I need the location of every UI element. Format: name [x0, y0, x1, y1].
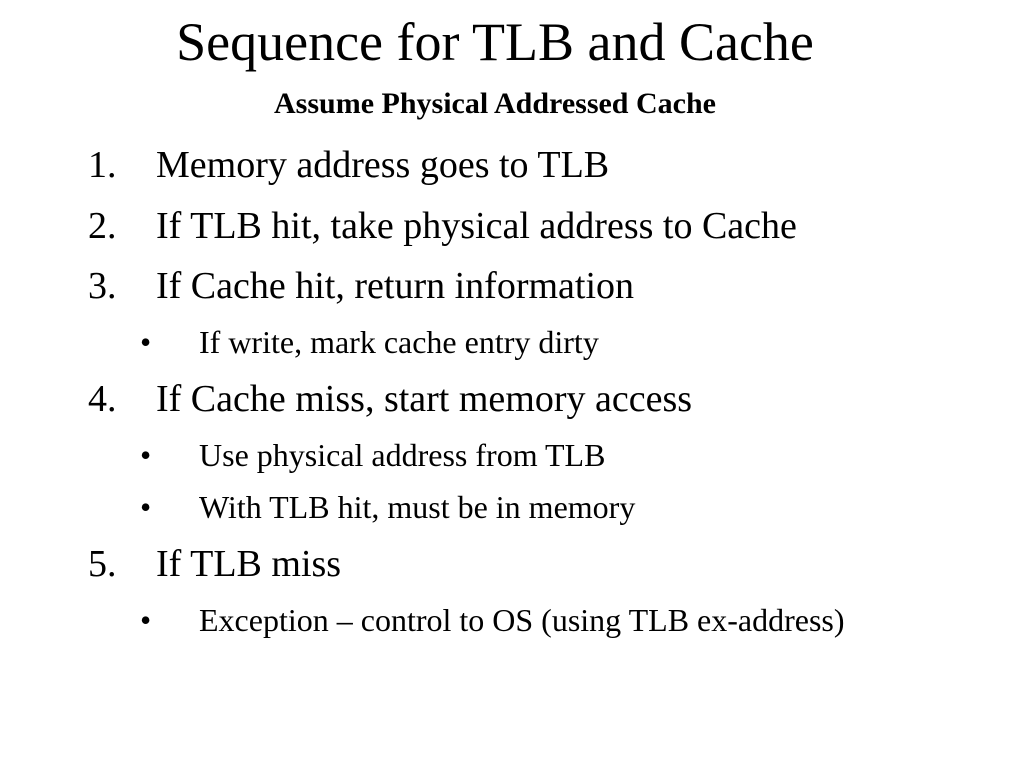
- item-text: Use physical address from TLB: [199, 437, 606, 473]
- bullet-icon: •: [140, 437, 152, 473]
- item-number: 3.: [88, 265, 117, 307]
- item-text: If Cache hit, return information: [156, 265, 635, 307]
- bullet-icon: •: [140, 324, 152, 360]
- item-number: 1.: [88, 144, 117, 186]
- item-number: 5.: [88, 543, 117, 585]
- item-text: If TLB hit, take physical address to Cac…: [156, 205, 797, 247]
- item-text: With TLB hit, must be in memory: [199, 489, 636, 525]
- item-text: Memory address goes to TLB: [156, 144, 610, 186]
- bullet-icon: •: [140, 602, 152, 638]
- item-text: If TLB miss: [156, 543, 342, 585]
- item-number: 2.: [88, 205, 117, 247]
- item-text: Exception – control to OS (using TLB ex-…: [199, 602, 845, 638]
- item-number: 4.: [88, 378, 117, 420]
- item-text: If Cache miss, start memory access: [156, 378, 693, 420]
- item-text: If write, mark cache entry dirty: [199, 324, 599, 360]
- slide-subtitle: Assume Physical Addressed Cache: [274, 87, 716, 120]
- bullet-icon: •: [140, 489, 152, 525]
- slide-title: Sequence for TLB and Cache: [176, 12, 814, 72]
